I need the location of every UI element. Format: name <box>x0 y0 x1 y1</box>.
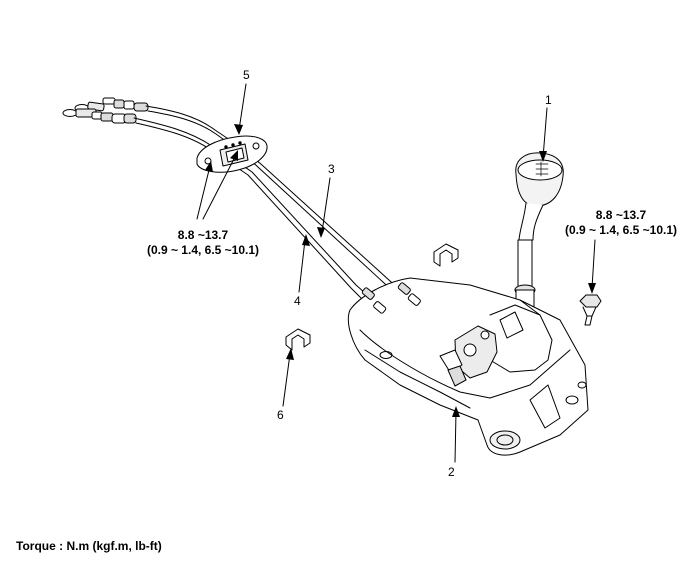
callout-4: 4 <box>294 294 301 308</box>
cable-end-fittings <box>62 97 149 124</box>
leader-arrowheads <box>205 124 596 417</box>
torque-spec-bolt-conversion: (0.9 ~ 1.4, 6.5 ~10.1) <box>564 223 678 237</box>
torque-spec-bracket: 8.8 ~13.7 (0.9 ~ 1.4, 6.5 ~10.1) <box>138 228 268 258</box>
torque-spec-bolt: 8.8 ~13.7 (0.9 ~ 1.4, 6.5 ~10.1) <box>554 208 688 238</box>
torque-units-legend: Torque : N.m (kgf.m, lb-ft) <box>16 539 162 553</box>
torque-spec-bracket-conversion: (0.9 ~ 1.4, 6.5 ~10.1) <box>146 243 260 257</box>
leader-lines <box>196 83 596 463</box>
retaining-clip-6 <box>285 328 311 351</box>
callout-3: 3 <box>328 162 335 176</box>
shift-housing <box>347 277 589 456</box>
cable-3-shift <box>145 105 416 310</box>
callout-6: 6 <box>277 408 284 422</box>
mounting-bolt <box>579 294 602 326</box>
torque-spec-bolt-value: 8.8 ~13.7 <box>595 208 647 222</box>
retaining-clip-upper <box>433 243 459 267</box>
torque-spec-bracket-value: 8.8 ~13.7 <box>177 228 229 242</box>
callout-1: 1 <box>545 93 552 107</box>
shift-lever <box>514 152 564 311</box>
callout-2: 2 <box>448 465 455 479</box>
callout-5: 5 <box>243 68 250 82</box>
